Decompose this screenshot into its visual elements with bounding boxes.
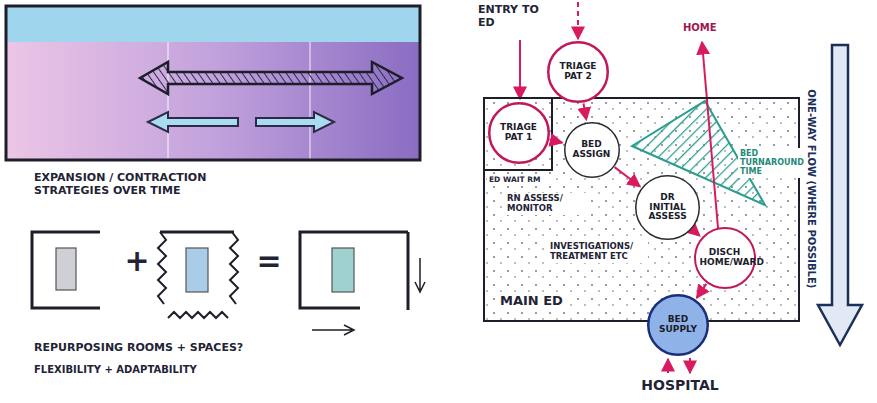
- discharge-circle: DISCH HOME/WARD: [694, 227, 756, 289]
- circle-shape: [548, 42, 608, 102]
- panel-outline: [6, 6, 420, 160]
- one-way-arrow: [818, 45, 862, 345]
- room-zigzag: [158, 232, 166, 304]
- panel-division: [167, 42, 169, 160]
- entry-arrow: [577, 2, 579, 39]
- home-label: HOME: [683, 22, 727, 34]
- plus-sign: +: [122, 244, 152, 279]
- process-circle: DR INITIAL ASSESS: [635, 175, 700, 240]
- node-text: DISCH HOME/WARD: [700, 248, 750, 268]
- entry-arrow: [519, 40, 521, 99]
- hospital-arrow: [689, 358, 691, 373]
- node-text: TRIAGE PAT 1: [494, 123, 544, 143]
- process-circle: BED ASSIGN: [564, 122, 620, 178]
- room-furniture: [56, 248, 76, 290]
- step-label: INVESTIGATIONS/ TREATMENT ETC: [548, 241, 648, 263]
- strategy-note: FLEXIBILITY + ADAPTABILITY: [34, 364, 314, 376]
- node-text: MAIN ED: [497, 293, 566, 309]
- double-arrow: [140, 62, 402, 94]
- room-outline: [32, 232, 100, 308]
- move-arrow: [312, 325, 354, 335]
- room-furniture: [186, 248, 208, 292]
- contract-arrow: [148, 112, 238, 132]
- flow-arrow: [697, 284, 707, 298]
- panel-body: [6, 6, 420, 160]
- room-label: ED WAIT RM: [487, 175, 553, 186]
- floor-texture: [485, 99, 798, 320]
- triage-circle: TRIAGE PAT 1: [488, 102, 550, 164]
- panel-band: [6, 6, 420, 42]
- entry-label: ENTRY TO ED: [478, 4, 550, 29]
- circle-shape: [695, 228, 755, 288]
- circle-shape: [489, 103, 549, 163]
- strategy-note: REPURPOSING ROOMS + SPACES?: [34, 342, 314, 355]
- wait-room-wall: [483, 97, 552, 170]
- room-wall: [407, 232, 410, 310]
- bed-supply-circle: BED SUPPLY: [647, 294, 709, 356]
- expand-arrow: [256, 112, 334, 132]
- node-text: TRIAGE PAT 2: [553, 62, 603, 82]
- circle-shape: [648, 295, 708, 355]
- move-arrow: [415, 258, 425, 292]
- node-text: DR INITIAL ASSESS: [644, 193, 692, 223]
- flow-arrow: [550, 140, 563, 143]
- room-outline: [300, 232, 408, 308]
- panel-division: [309, 42, 311, 160]
- destination-label: HOSPITAL: [630, 377, 730, 393]
- turnaround-label: BED TURNAROUND TIME: [738, 148, 800, 178]
- node-text: BED SUPPLY: [653, 315, 703, 335]
- home-arrow: [702, 42, 718, 228]
- flow-arrow: [583, 104, 586, 120]
- flow-arrow: [693, 230, 700, 236]
- circle-shape: [564, 122, 619, 177]
- expansion-panel: [6, 6, 420, 160]
- room-sketches: [32, 232, 425, 335]
- flow-note: ONE-WAY FLOW (WHERE POSSIBLE): [805, 69, 817, 309]
- ed-plan: [483, 2, 862, 373]
- strategy-note: EXPANSION / CONTRACTION STRATEGIES OVER …: [34, 172, 244, 197]
- room-furniture: [332, 248, 354, 292]
- node-text: BED ASSIGN: [570, 140, 613, 160]
- triage-circle: TRIAGE PAT 2: [547, 41, 609, 103]
- circle-shape: [636, 176, 700, 240]
- room-wall: [160, 231, 234, 234]
- room-zigzag: [230, 232, 238, 304]
- room-zigzag: [168, 312, 228, 318]
- step-label: RN ASSESS/ MONITOR: [505, 193, 589, 215]
- flow-arrow: [615, 167, 641, 186]
- equals-sign: =: [254, 244, 284, 279]
- hospital-arrow: [667, 359, 669, 373]
